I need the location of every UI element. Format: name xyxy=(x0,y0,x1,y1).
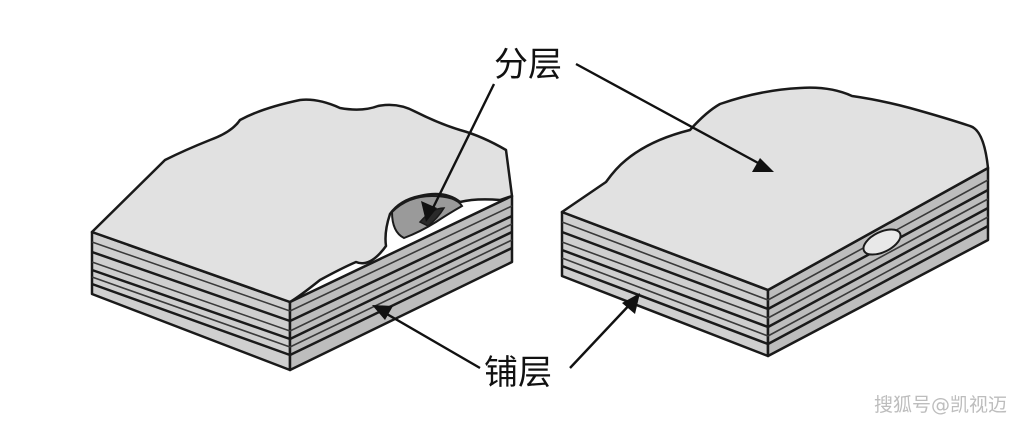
right-ply-line-2 xyxy=(561,248,769,329)
delamination-arrowhead-left xyxy=(421,201,437,222)
left-ply-thin-2 xyxy=(91,261,291,332)
left-side-ply-thin-2 xyxy=(289,223,513,332)
right-ply-line-1 xyxy=(561,230,769,311)
right-delamination-bubble xyxy=(862,228,902,256)
left-ply-thin-3 xyxy=(91,276,291,348)
right-side-ply-line-3 xyxy=(767,224,989,346)
right-specimen-top-face xyxy=(560,86,990,292)
ply-leader-left xyxy=(379,308,481,370)
left-side-ply-thin-3 xyxy=(289,239,513,348)
delamination-leader-right xyxy=(575,62,761,166)
right-laminate-specimen xyxy=(560,86,990,358)
delamination-leader-left xyxy=(428,83,496,215)
ply-label: 铺层 xyxy=(484,353,552,393)
leader-lines xyxy=(372,62,774,370)
left-ply-thin-1 xyxy=(91,241,291,312)
left-specimen-top-face xyxy=(90,98,514,304)
left-specimen-side-face xyxy=(288,194,514,372)
left-side-ply-line-2 xyxy=(289,230,513,341)
right-ply-line-3 xyxy=(561,264,769,346)
right-side-ply-thin-3 xyxy=(767,216,989,337)
left-side-ply-line-1 xyxy=(289,214,513,323)
right-side-ply-thin-2 xyxy=(767,198,989,319)
right-ply-thin-1 xyxy=(561,221,769,301)
ply-leader-right xyxy=(569,299,635,369)
right-ply-thin-3 xyxy=(561,257,769,337)
left-laminate-specimen xyxy=(90,98,514,372)
right-side-ply-line-2 xyxy=(767,206,989,329)
source-watermark: 搜狐号@凯视迈 xyxy=(873,394,1007,416)
right-ply-thin-2 xyxy=(561,241,769,319)
ply-arrowhead-right xyxy=(622,293,640,314)
delamination-arrowhead-right xyxy=(752,158,774,172)
left-side-ply-line-3 xyxy=(289,246,513,357)
left-side-ply-thin-1 xyxy=(289,205,513,312)
left-ply-line-1 xyxy=(91,250,291,323)
left-ply-line-2 xyxy=(91,268,291,341)
ply-arrowhead-left xyxy=(372,305,393,320)
delamination-label: 分层 xyxy=(494,45,562,85)
left-ply-line-3 xyxy=(91,282,291,357)
